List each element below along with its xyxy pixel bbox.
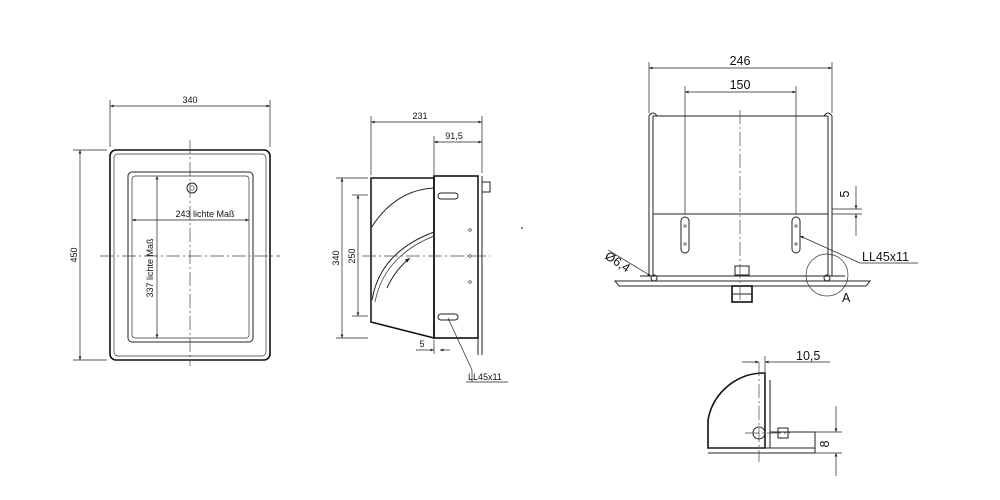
top-view: 246 150 5 Ø6,4 LL45x11 A (602, 54, 918, 305)
side-flange-dim: 91,5 (445, 131, 463, 141)
detail-profile (707, 372, 766, 449)
front-width-dim: 340 (182, 95, 197, 105)
top-edge-dim: 5 (838, 190, 852, 197)
side-offset-dim: 5 (419, 339, 424, 349)
side-slot-label: LL45x11 (468, 372, 502, 382)
paper-guide-curve (370, 187, 435, 229)
top-hole-label: Ø6,4 (602, 249, 632, 276)
front-height-dim: 450 (69, 247, 79, 262)
base-plate (613, 280, 872, 287)
detail-ref-label: A (842, 291, 851, 305)
front-inner-width-label: 243 lichte Maß (175, 209, 235, 219)
detail-view: 10,5 8 (707, 349, 842, 476)
side-view: 231 91,5 340 250 5 LL45x11 (331, 111, 508, 383)
front-door-opening (127, 171, 254, 343)
top-width-dim: 246 (730, 54, 751, 68)
detail-height-dim: 8 (818, 440, 832, 447)
side-roll-dim: 250 (347, 248, 357, 263)
detail-a-circle (805, 253, 849, 297)
stray-dot (521, 227, 523, 229)
top-slot-label: LL45x11 (862, 250, 909, 264)
side-depth-dim: 231 (412, 111, 427, 121)
lock-icon (186, 182, 198, 194)
detail-offset-dim: 10,5 (796, 349, 820, 363)
top-slot-spacing-dim: 150 (730, 78, 751, 92)
front-view: 340 450 243 lichte Maß 337 lichte Maß (69, 95, 280, 366)
side-height-dim: 340 (331, 250, 341, 265)
front-inner-height-label: 337 lichte Maß (145, 238, 155, 298)
